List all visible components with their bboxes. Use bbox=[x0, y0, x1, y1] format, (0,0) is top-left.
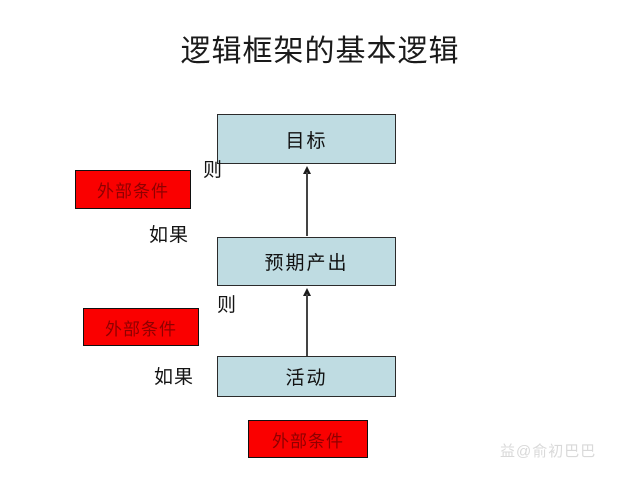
arrow-shaft bbox=[306, 294, 308, 356]
node-goal: 目标 bbox=[217, 114, 396, 164]
node-activity: 活动 bbox=[217, 356, 396, 397]
watermark: 益@俞初巴巴 bbox=[500, 443, 597, 460]
condition-box-middle: 外部条件 bbox=[83, 308, 199, 346]
connector-label-if-upper: 如果 bbox=[149, 225, 190, 246]
arrow-up-activity-to-output bbox=[300, 288, 314, 356]
node-goal-label: 目标 bbox=[285, 130, 328, 152]
node-activity-label: 活动 bbox=[285, 368, 328, 389]
condition-box-upper: 外部条件 bbox=[75, 170, 191, 209]
condition-box-middle-label: 外部条件 bbox=[105, 319, 177, 339]
page-title: 逻辑框架的基本逻辑 bbox=[180, 35, 460, 68]
condition-box-lower-label: 外部条件 bbox=[272, 431, 344, 451]
arrow-up-output-to-goal bbox=[300, 166, 314, 236]
connector-label-if-lower: 如果 bbox=[154, 367, 195, 388]
node-expected-output-label: 预期产出 bbox=[264, 253, 349, 274]
condition-box-lower: 外部条件 bbox=[248, 420, 368, 458]
arrowhead-icon bbox=[303, 288, 311, 296]
condition-box-upper-label: 外部条件 bbox=[97, 182, 169, 201]
connector-label-then-lower: 则 bbox=[217, 295, 238, 316]
arrowhead-icon bbox=[303, 166, 311, 174]
arrow-shaft bbox=[306, 172, 308, 236]
node-expected-output: 预期产出 bbox=[217, 237, 396, 286]
connector-label-then-upper: 则 bbox=[203, 160, 224, 181]
